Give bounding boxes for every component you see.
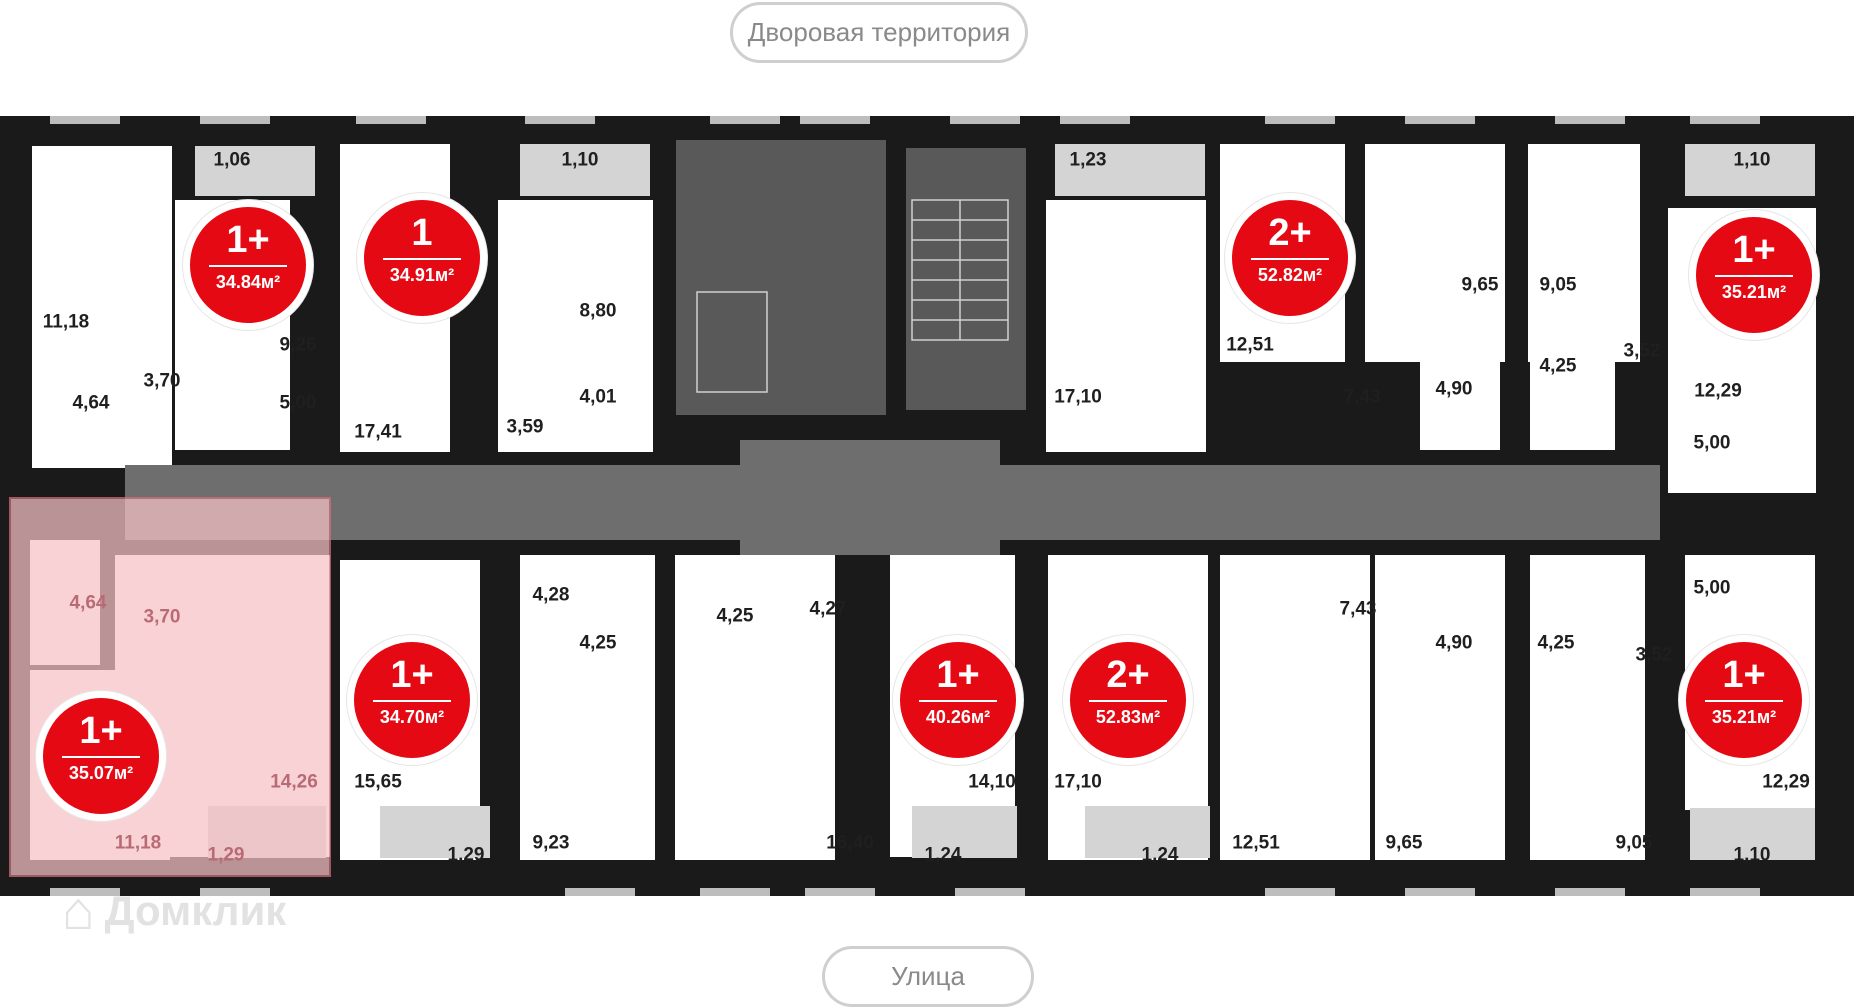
room-area-label: 12,51 bbox=[1226, 334, 1274, 356]
room-area-label: 3,52 bbox=[1623, 340, 1661, 362]
apartment-type: 1+ bbox=[226, 219, 270, 261]
apartment-area: 52.83м² bbox=[1095, 707, 1161, 727]
room-area-label: 4,01 bbox=[579, 386, 617, 408]
room-area-label: 14,10 bbox=[968, 771, 1016, 793]
room-area-label: 4,25 bbox=[1537, 632, 1575, 654]
apartment-badge[interactable]: 1+ 35.21м² bbox=[1679, 635, 1809, 765]
apartment-area: 35.21м² bbox=[1711, 707, 1777, 727]
apartment-type: 2+ bbox=[1268, 212, 1312, 254]
room-area-label: 1,29 bbox=[447, 844, 485, 866]
apartment-badge[interactable]: 1+ 35.21м² bbox=[1689, 210, 1819, 340]
room-area-label: 9,05 bbox=[1615, 832, 1653, 854]
room-area-label: 9,65 bbox=[1461, 274, 1499, 296]
room-area-label: 11,18 bbox=[114, 832, 162, 854]
apartment-type: 1+ bbox=[1732, 229, 1776, 271]
room-area-label: 1,24 bbox=[924, 844, 962, 866]
room-area-label: 17,41 bbox=[354, 421, 402, 443]
apartment-area: 34.70м² bbox=[379, 707, 445, 727]
room-area-label: 15,65 bbox=[354, 771, 402, 793]
room-area-label: 1,23 bbox=[1069, 149, 1107, 171]
apartment-area: 34.91м² bbox=[389, 265, 455, 285]
room-area-label: 1,10 bbox=[561, 149, 599, 171]
room-area-label: 1,10 bbox=[1733, 844, 1771, 866]
room-area-label: 4,90 bbox=[1435, 632, 1473, 654]
room-area-label: 12,29 bbox=[1762, 771, 1810, 793]
apartment-type: 2+ bbox=[1106, 654, 1150, 696]
room-area-label: 4,27 bbox=[809, 598, 847, 620]
apartment-area: 52.82м² bbox=[1257, 265, 1323, 285]
apartment-type: 1 bbox=[411, 212, 433, 254]
domclick-watermark: ⌂ Домклик bbox=[62, 880, 286, 942]
room-area-label: 3,70 bbox=[143, 370, 181, 392]
apartment-badge[interactable]: 1+ 34.84м² bbox=[183, 200, 313, 330]
apartment-area: 34.84м² bbox=[215, 272, 281, 292]
room-area-label: 4,28 bbox=[532, 584, 570, 606]
apartment-badge[interactable]: 2+ 52.82м² bbox=[1225, 193, 1355, 323]
apartment-area: 35.07м² bbox=[68, 763, 134, 783]
apartment-area: 35.21м² bbox=[1721, 282, 1787, 302]
room-area-label: 4,25 bbox=[579, 632, 617, 654]
room-area-label: 16,40 bbox=[826, 832, 874, 854]
room-area-label: 1,29 bbox=[207, 844, 245, 866]
room-area-label: 4,64 bbox=[69, 592, 107, 614]
room-area-label: 5,00 bbox=[1693, 432, 1731, 454]
selected-apartment-highlight bbox=[9, 497, 331, 877]
apartment-badge[interactable]: 1 34.91м² bbox=[357, 193, 487, 323]
watermark-text: Домклик bbox=[104, 887, 287, 934]
room-area-label: 4,25 bbox=[1539, 355, 1577, 377]
room-area-label: 12,51 bbox=[1232, 832, 1280, 854]
courtyard-label: Дворовая территория bbox=[730, 2, 1028, 63]
room-area-label: 3,52 bbox=[1635, 644, 1673, 666]
room-area-label: 9,23 bbox=[532, 832, 570, 854]
room-area-label: 8,80 bbox=[579, 300, 617, 322]
apartment-badge[interactable]: 1+ 34.70м² bbox=[347, 635, 477, 765]
house-icon: ⌂ bbox=[62, 881, 95, 941]
room-area-label: 1,10 bbox=[1733, 149, 1771, 171]
room-area-label: 4,64 bbox=[72, 392, 110, 414]
room-area-label: 5,00 bbox=[279, 392, 317, 414]
room-area-label: 9,05 bbox=[1539, 274, 1577, 296]
apartment-type: 1+ bbox=[390, 654, 434, 696]
room-area-label: 11,18 bbox=[42, 311, 90, 333]
room-area-label: 9,65 bbox=[1385, 832, 1423, 854]
room-area-label: 7,43 bbox=[1343, 386, 1381, 408]
room-area-label: 14,26 bbox=[270, 771, 318, 793]
apartment-type: 1+ bbox=[1722, 654, 1766, 696]
room-area-label: 7,43 bbox=[1339, 598, 1377, 620]
room-area-label: 17,10 bbox=[1054, 771, 1102, 793]
apartment-area: 40.26м² bbox=[925, 707, 991, 727]
room-area-label: 1,24 bbox=[1141, 844, 1179, 866]
apartment-type: 1+ bbox=[79, 710, 123, 752]
room-area-label: 3,59 bbox=[506, 416, 544, 438]
room-area-label: 3,70 bbox=[143, 606, 181, 628]
room-area-label: 12,29 bbox=[1694, 380, 1742, 402]
apartment-type: 1+ bbox=[936, 654, 980, 696]
room-area-label: 4,25 bbox=[716, 605, 754, 627]
room-area-label: 9,26 bbox=[279, 334, 317, 356]
room-area-label: 1,06 bbox=[213, 149, 251, 171]
apartment-badge[interactable]: 2+ 52.83м² bbox=[1063, 635, 1193, 765]
apartment-badge[interactable]: 1+ 40.26м² bbox=[893, 635, 1023, 765]
room-area-label: 5,00 bbox=[1693, 577, 1731, 599]
room-area-label: 4,90 bbox=[1435, 378, 1473, 400]
room-area-label: 17,10 bbox=[1054, 386, 1102, 408]
apartment-badge-selected[interactable]: 1+ 35.07м² bbox=[36, 691, 166, 821]
